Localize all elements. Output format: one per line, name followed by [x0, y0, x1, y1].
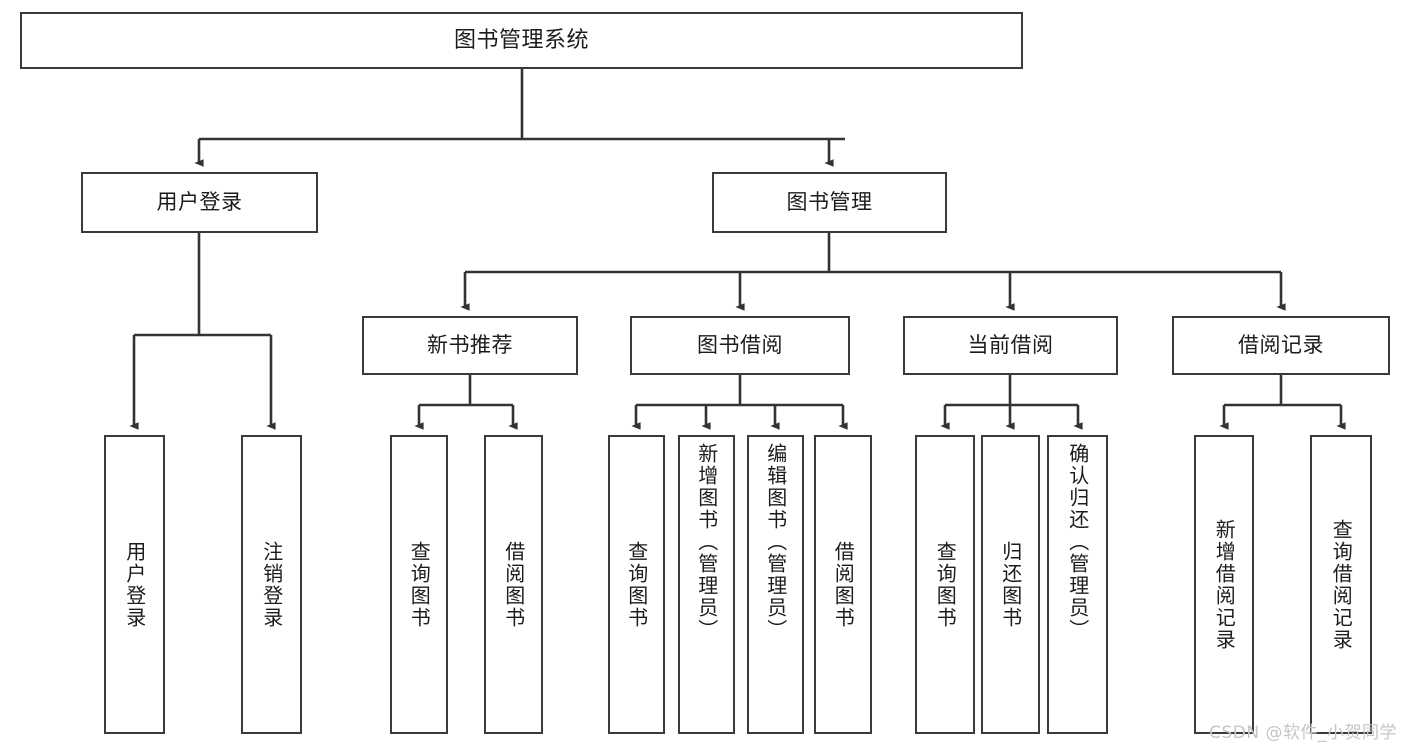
- node-leaf-query-record-label: 查询借阅记录: [1329, 518, 1354, 651]
- node-borrow-record-label: 借阅记录: [1238, 333, 1324, 358]
- node-leaf-add-record[interactable]: 新增借阅记录: [1194, 435, 1254, 734]
- node-leaf-return-book-label: 归还图书: [998, 540, 1023, 629]
- csdn-watermark: CSDN @软件_小贺同学: [1209, 723, 1397, 743]
- node-leaf-borrow-book-1[interactable]: 借阅图书: [484, 435, 543, 734]
- node-leaf-query-book-1[interactable]: 查询图书: [390, 435, 448, 734]
- node-leaf-add-book[interactable]: 新增图书（管理员）: [678, 435, 735, 734]
- node-current-borrow-label: 当前借阅: [967, 333, 1054, 358]
- node-leaf-query-book-2[interactable]: 查询图书: [608, 435, 665, 734]
- node-leaf-query-book-1-label: 查询图书: [407, 540, 432, 629]
- node-leaf-borrow-book-2-label: 借阅图书: [831, 540, 856, 629]
- node-leaf-confirm-return-label: 确认归还（管理员）: [1065, 443, 1090, 641]
- node-leaf-user-login-label: 用户登录: [122, 540, 147, 629]
- node-book-management-label: 图书管理: [786, 190, 873, 215]
- node-leaf-borrow-book-2[interactable]: 借阅图书: [814, 435, 872, 734]
- node-leaf-edit-book-label: 编辑图书（管理员）: [763, 443, 788, 641]
- node-book-borrow-label: 图书借阅: [697, 333, 783, 358]
- node-leaf-query-book-3-label: 查询图书: [933, 540, 958, 629]
- node-leaf-borrow-book-1-label: 借阅图书: [501, 540, 526, 629]
- node-leaf-logout-label: 注销登录: [259, 540, 284, 629]
- node-leaf-add-book-label: 新增图书（管理员）: [694, 443, 719, 641]
- node-leaf-edit-book[interactable]: 编辑图书（管理员）: [747, 435, 804, 734]
- node-root-label: 图书管理系统: [453, 27, 589, 53]
- node-new-book-recommend[interactable]: 新书推荐: [362, 316, 578, 375]
- node-current-borrow[interactable]: 当前借阅: [903, 316, 1118, 375]
- node-leaf-query-record[interactable]: 查询借阅记录: [1310, 435, 1372, 734]
- node-borrow-record[interactable]: 借阅记录: [1172, 316, 1390, 375]
- node-leaf-return-book[interactable]: 归还图书: [981, 435, 1040, 734]
- node-root[interactable]: 图书管理系统: [20, 12, 1023, 69]
- node-user-login-label: 用户登录: [156, 190, 243, 215]
- node-leaf-confirm-return[interactable]: 确认归还（管理员）: [1047, 435, 1108, 734]
- node-leaf-user-login[interactable]: 用户登录: [104, 435, 165, 734]
- node-book-borrow[interactable]: 图书借阅: [630, 316, 850, 375]
- node-leaf-logout[interactable]: 注销登录: [241, 435, 302, 734]
- node-user-login[interactable]: 用户登录: [81, 172, 318, 233]
- node-book-management[interactable]: 图书管理: [712, 172, 947, 233]
- node-new-book-recommend-label: 新书推荐: [427, 333, 513, 358]
- node-leaf-query-book-2-label: 查询图书: [624, 540, 649, 629]
- node-leaf-query-book-3[interactable]: 查询图书: [915, 435, 975, 734]
- node-leaf-add-record-label: 新增借阅记录: [1212, 518, 1237, 651]
